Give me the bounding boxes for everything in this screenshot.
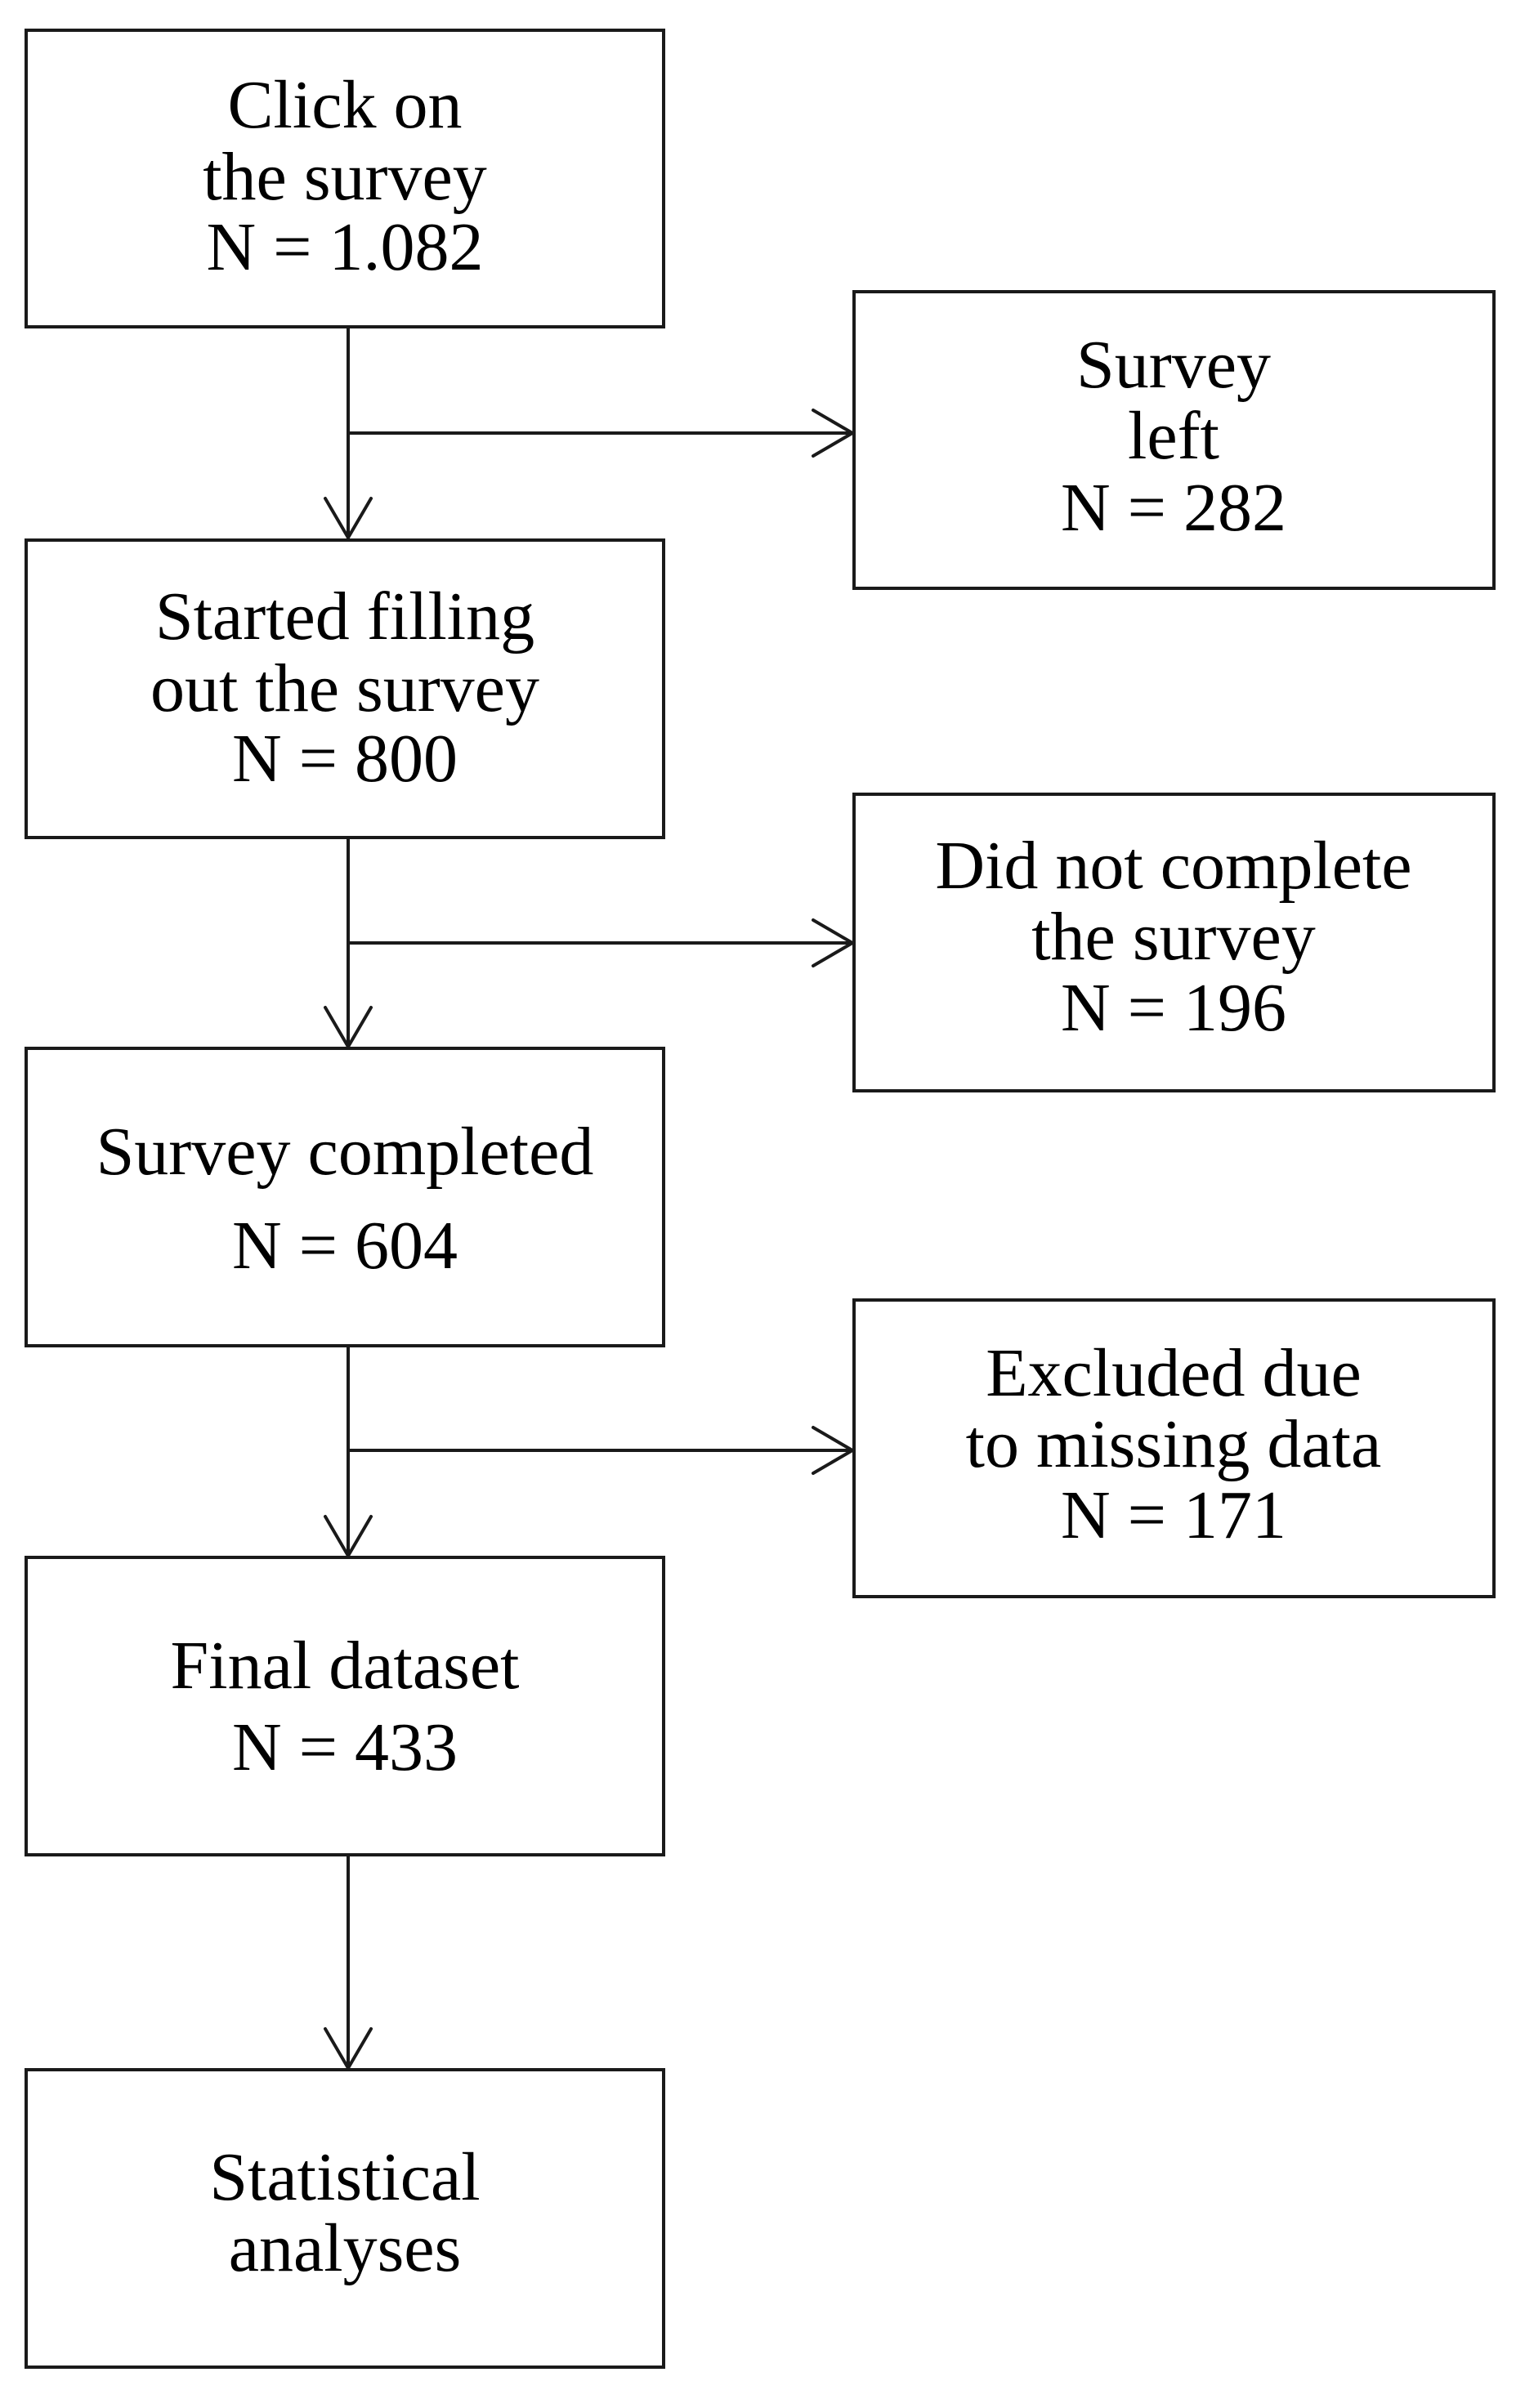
step-label-line: Click on	[228, 67, 463, 143]
step-label-line: out the survey	[150, 650, 539, 726]
step-label-line: analyses	[229, 2210, 462, 2286]
exclusion-count: N = 196	[1061, 970, 1286, 1046]
exclusion-label-line: Survey	[1076, 327, 1271, 403]
exclusion-label-line: Excluded due	[986, 1335, 1362, 1411]
step-box-click-on-survey: Click on the survey N = 1.082	[25, 29, 665, 328]
step-count: N = 1.082	[206, 209, 483, 285]
exclusion-box-missing-data: Excluded due to missing data N = 171	[852, 1298, 1496, 1598]
exclusion-count: N = 282	[1061, 470, 1286, 546]
exclusion-label-line: left	[1128, 398, 1219, 474]
exclusion-box-did-not-complete: Did not complete the survey N = 196	[852, 793, 1496, 1092]
step-box-survey-completed: Survey completed N = 604	[25, 1047, 665, 1347]
step-label-line: Statistical	[209, 2139, 480, 2215]
exclusion-count: N = 171	[1061, 1477, 1286, 1553]
step-box-final-dataset: Final dataset N = 433	[25, 1556, 665, 1856]
exclusions: Survey left N = 282 Did not complete the…	[852, 290, 1496, 1598]
step-count: N = 433	[232, 1709, 458, 1785]
main-steps: Click on the survey N = 1.082 Started fi…	[25, 29, 665, 2369]
step-count: N = 604	[232, 1208, 458, 1284]
step-box-statistical-analyses: Statistical analyses	[25, 2068, 665, 2369]
step-label-line: Final dataset	[171, 1628, 520, 1704]
step-label-line: Survey completed	[96, 1114, 594, 1190]
exclusion-box-survey-left: Survey left N = 282	[852, 290, 1496, 590]
step-label-line: the survey	[203, 139, 487, 215]
exclusion-label-line: to missing data	[966, 1406, 1382, 1482]
exclusion-label-line: the survey	[1031, 899, 1316, 975]
step-box-started-filling: Started filling out the survey N = 800	[25, 538, 665, 839]
exclusion-label-line: Did not complete	[935, 828, 1411, 904]
step-count: N = 800	[232, 721, 458, 797]
arrowhead-step2	[324, 497, 373, 539]
step-label-line: Started filling	[155, 579, 534, 654]
